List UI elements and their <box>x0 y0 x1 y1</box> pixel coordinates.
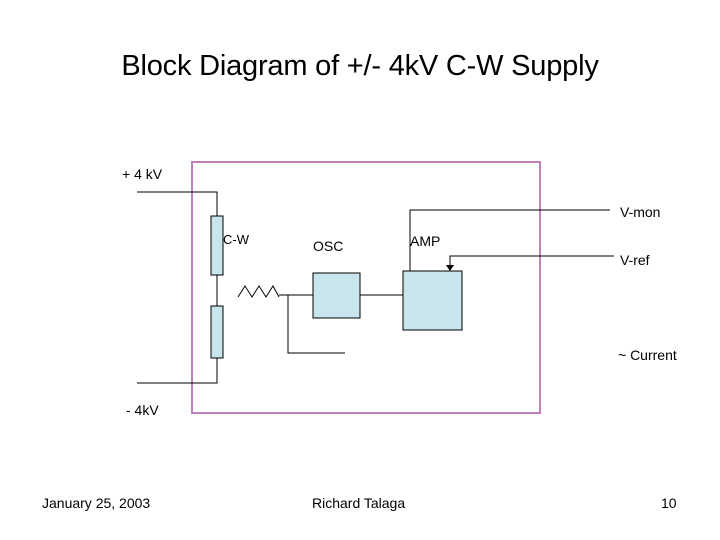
vref-label: V-ref <box>620 252 650 268</box>
footer-author: Richard Talaga <box>312 495 406 511</box>
current-line <box>287 295 345 354</box>
osc-label: OSC <box>313 238 344 254</box>
vref-line <box>449 255 614 266</box>
osc-block <box>312 272 361 319</box>
amp-block <box>402 270 463 331</box>
minus-4kv-lead <box>137 358 218 384</box>
cw-capacitor-lower <box>210 305 224 359</box>
resistor-zigzag <box>237 285 280 298</box>
amp-label: AMP <box>410 233 441 249</box>
slide-title: Block Diagram of +/- 4kV C-W Supply <box>121 50 599 82</box>
wiring <box>137 191 614 384</box>
components <box>210 215 463 359</box>
vmon-line <box>409 209 610 271</box>
footer-page-number: 10 <box>661 495 677 511</box>
plus-4kv-lead <box>137 191 218 216</box>
minus-4kv-label: - 4kV <box>126 402 159 418</box>
current-label: ~ Current <box>618 347 677 363</box>
vref-arrowhead <box>446 265 454 271</box>
cw-capacitor-upper <box>210 215 224 276</box>
enclosure-box <box>191 161 541 414</box>
cw-label: C-W <box>223 232 249 247</box>
footer-date: January 25, 2003 <box>42 495 151 511</box>
plus-4kv-label: + 4 kV <box>122 166 163 182</box>
vmon-label: V-mon <box>620 204 661 220</box>
